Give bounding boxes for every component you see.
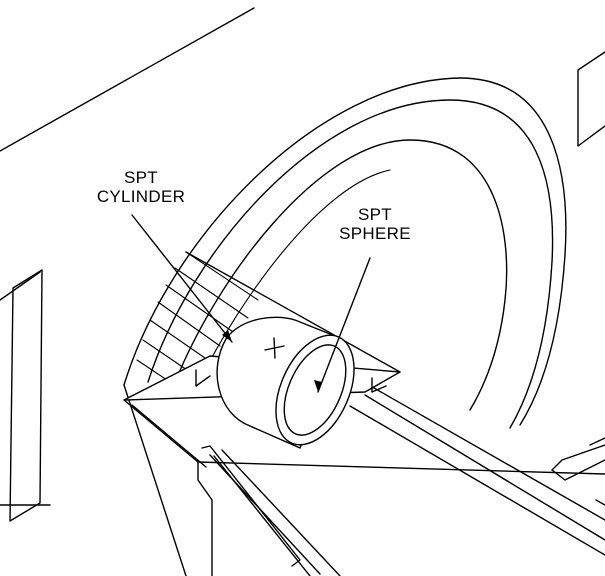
spt-sphere-label: SPT SPHERE [320,205,430,243]
side-window [577,51,605,147]
scanner-housing [0,7,255,522]
spt-sphere-label-line1: SPT [358,205,392,224]
spt-sphere-label-line2: SPHERE [339,224,411,243]
spt-cylinder-label: SPT CYLINDER [76,168,206,206]
spt-cylinder [216,316,355,449]
leader-lines [131,214,371,393]
patient-table [123,251,605,576]
spt-cylinder-label-line1: SPT [124,168,158,187]
gantry-bore [123,77,567,576]
spt-cylinder-label-line2: CYLINDER [96,187,186,206]
side-bracket [551,437,605,506]
